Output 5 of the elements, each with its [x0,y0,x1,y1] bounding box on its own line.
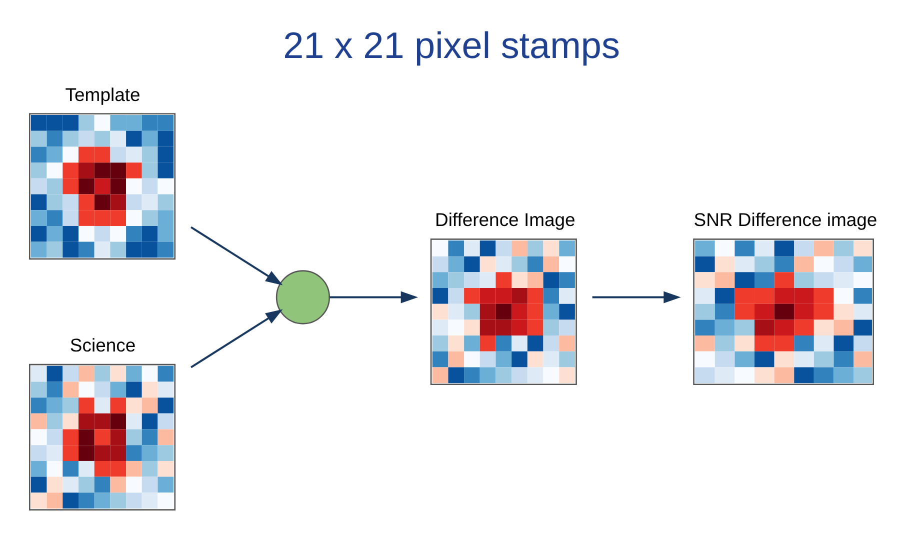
node-label: Template [65,84,140,105]
node-label: Science [70,334,136,356]
node-label: Difference Image [434,209,576,230]
diagram-title: 21 x 21 pixel stamps [283,25,620,66]
node-label: SNR Difference image [694,209,878,230]
